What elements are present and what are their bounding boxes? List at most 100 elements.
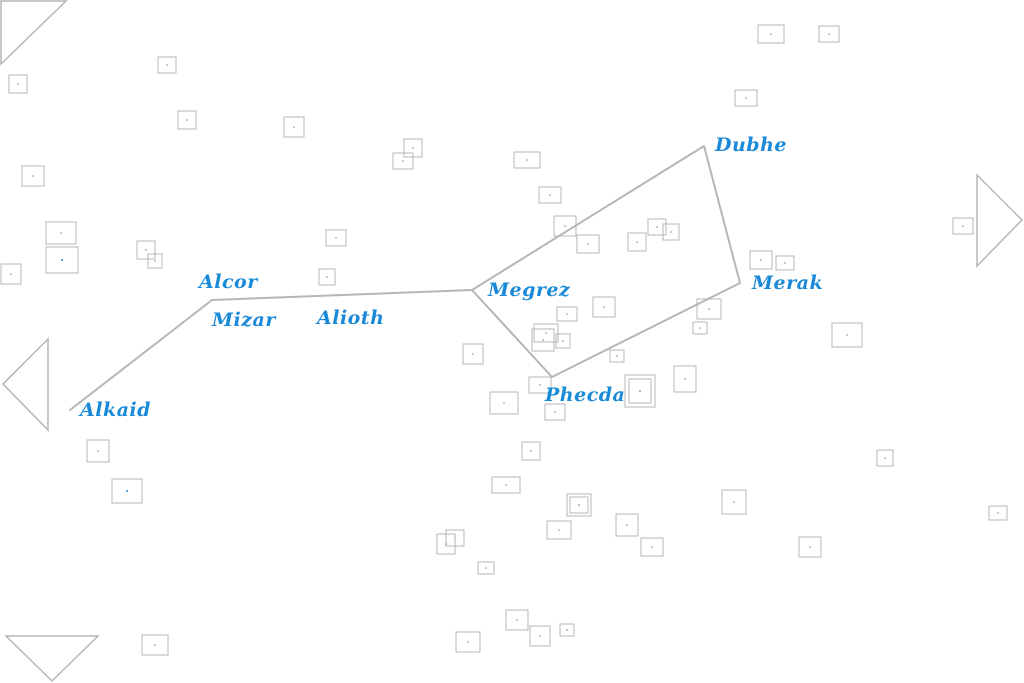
star-box [546,520,572,540]
scroll-left-triangle-icon[interactable] [1,337,49,432]
star-point [326,276,328,278]
star-point [166,64,168,66]
label-megrez: Megrez [488,279,571,301]
star-point [639,390,641,392]
star-box [141,634,169,656]
star-box [673,365,697,393]
star-box [818,25,840,43]
star-box [566,493,592,517]
star-box [462,343,484,365]
star-point [17,83,19,85]
star-box [988,505,1008,521]
star-point [530,450,532,452]
star-box [283,116,305,138]
star-point [745,97,747,99]
star-point [884,457,886,459]
star-box [576,234,600,254]
star-box [531,328,555,352]
star-box [86,439,110,463]
star-point [402,160,404,162]
star-point [542,339,544,341]
star-point [145,249,147,251]
scroll-right-triangle-icon[interactable] [976,173,1024,268]
star-point [626,524,628,526]
star-point [154,260,156,262]
star-box [8,74,28,94]
star-point [784,262,786,264]
star-box [555,333,571,349]
star-field [0,24,1008,656]
star-point [335,237,337,239]
star-box [177,110,197,130]
star-box [749,250,773,270]
star-point [32,175,34,177]
star-point [566,313,568,315]
star-point [760,259,762,261]
star-box [592,296,616,318]
star-point [809,546,811,548]
star-box [528,376,552,394]
star-box [45,221,77,245]
star-point [445,543,447,545]
star-box [436,533,456,555]
star-box [157,56,177,74]
big-dipper-bowl-outline [471,145,741,378]
star-point [603,306,605,308]
star-point [587,243,589,245]
star-point [656,226,658,228]
star-box [721,489,747,515]
star-point [467,641,469,643]
star-box [111,478,143,504]
star-box [529,625,551,647]
star-point [186,119,188,121]
star-box [831,322,863,348]
star-box [952,217,974,235]
star-point [564,225,566,227]
star-box [21,165,45,187]
star-point [516,619,518,621]
star-box [505,609,529,631]
star-box [624,374,656,408]
star-point [539,384,541,386]
star-box [757,24,785,44]
star-point [562,340,564,342]
star-box [455,631,481,653]
star-point [684,378,686,380]
star-box [147,253,163,269]
star-point [412,147,414,149]
star-box [513,151,541,169]
star-box [521,441,541,461]
star-box [559,623,575,637]
star-point [472,353,474,355]
scroll-up-triangle-icon[interactable] [0,0,68,66]
star-point [545,332,547,334]
star-box [569,496,589,514]
star-point [708,308,710,310]
scroll-down-triangle-icon[interactable] [4,635,100,683]
star-box [477,561,495,575]
star-point [503,402,505,404]
star-point [636,241,638,243]
star-point [97,450,99,452]
star-point [733,501,735,503]
star-box [392,152,414,170]
star-point [10,273,12,275]
star-box [533,323,559,343]
star-box [775,255,795,271]
label-merak: Merak [752,272,824,294]
label-phecda: Phecda [545,384,626,406]
label-alkaid: Alkaid [80,399,151,421]
star-box [628,378,652,404]
star-box [609,349,625,363]
star-point [505,484,507,486]
star-box [640,537,664,557]
star-point [154,644,156,646]
star-point [770,33,772,35]
label-alioth: Alioth [317,307,385,329]
star-box [538,186,562,204]
star-point [526,159,528,161]
star-point [554,411,556,413]
label-alcor: Alcor [199,271,258,293]
star-point [997,512,999,514]
star-point [651,546,653,548]
